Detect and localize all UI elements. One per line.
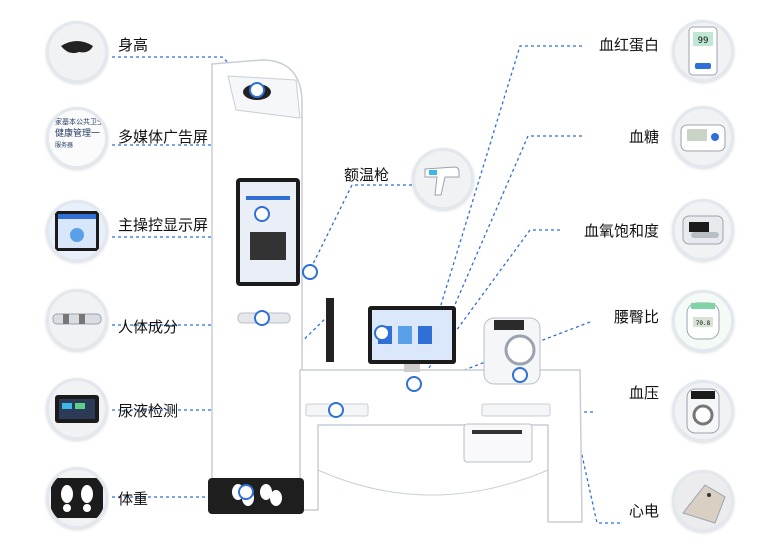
- label-weight: 体重: [118, 490, 149, 508]
- thumb-hemoglobin: 99: [672, 20, 734, 82]
- label-blood-oxygen: 血氧饱和度: [583, 222, 659, 240]
- label-blood-glucose: 血糖: [628, 128, 659, 146]
- line-hemoglobin: [436, 45, 582, 319]
- thumb-waist-hip: 70.8: [672, 290, 734, 352]
- hemoglobin-meter-icon: 99: [688, 26, 718, 76]
- thumb-blood-oxygen: [672, 199, 734, 261]
- main-display-icon: [55, 211, 99, 251]
- label-blood-pressure: 血压: [628, 384, 659, 402]
- marker-body-composition: [254, 310, 270, 326]
- thumb-thermometer: [412, 148, 474, 210]
- urinalysis-device-icon: [55, 395, 99, 423]
- line-thermometer: [309, 184, 412, 271]
- thumb-weight-scale: [46, 467, 108, 529]
- thumb-body-composition: [46, 289, 108, 351]
- hemoglobin-reading: 99: [698, 36, 709, 46]
- weight-scale: [208, 478, 304, 514]
- thumb-text-line2: 健康管理一: [55, 129, 101, 139]
- marker-hemoglobin: [406, 376, 422, 392]
- thumb-ad-screen: 家基本公共卫生 健康管理一 服务器: [46, 107, 108, 169]
- marker-main-display: [374, 325, 390, 341]
- pulse-oximeter-icon: [682, 215, 724, 245]
- thumb-urinalysis: [46, 378, 108, 440]
- marker-ad-screen: [254, 206, 270, 222]
- tape-measure-icon: 70.8: [686, 302, 720, 340]
- thumb-blood-pressure: [672, 380, 734, 442]
- label-urinalysis: 尿液检测: [118, 402, 179, 420]
- line-ecg: [338, 409, 620, 524]
- thumb-main-display: [46, 200, 108, 262]
- kiosk-desk: [299, 369, 583, 523]
- height-sensor-icon: [61, 41, 93, 54]
- label-ecg: 心电: [628, 502, 659, 520]
- marker-thermometer: [302, 264, 318, 280]
- label-ad-screen: 多媒体广告屏: [118, 128, 209, 146]
- thumb-ecg: [672, 470, 734, 532]
- label-body-composition: 人体成分: [118, 318, 179, 336]
- thumb-blood-glucose: [672, 106, 734, 168]
- arm-rest-pole: [326, 298, 334, 362]
- ecg-electrode-icon: [682, 484, 726, 524]
- thumb-text-line1: 家基本公共卫生: [55, 118, 104, 126]
- thermometer-icon: [424, 166, 460, 196]
- glucose-meter-icon: [680, 124, 726, 152]
- waist-reading: 70.8: [696, 320, 711, 327]
- blood-pressure-cuff-icon: [686, 388, 720, 434]
- marker-urinalysis: [328, 402, 344, 418]
- line-blood-oxygen: [419, 229, 560, 381]
- electrode-handle-icon: [52, 313, 102, 325]
- desk-drawer-right: [481, 403, 551, 417]
- label-main-display: 主操控显示屏: [118, 216, 209, 234]
- footprint-icon: [51, 478, 103, 518]
- label-hemoglobin: 血红蛋白: [598, 36, 659, 54]
- marker-weight: [238, 484, 254, 500]
- line-glucose: [443, 135, 582, 331]
- label-forehead-thermometer: 额温枪: [344, 166, 390, 184]
- marker-height: [249, 82, 265, 98]
- label-height: 身高: [118, 36, 149, 54]
- thumb-text-line3: 服务器: [55, 142, 74, 149]
- marker-waist-hip: [512, 367, 528, 383]
- line-height: [112, 56, 258, 91]
- label-waist-hip-ratio: 腰臀比: [613, 308, 659, 326]
- thumb-height-sensor: [46, 21, 108, 83]
- printer: [463, 423, 533, 463]
